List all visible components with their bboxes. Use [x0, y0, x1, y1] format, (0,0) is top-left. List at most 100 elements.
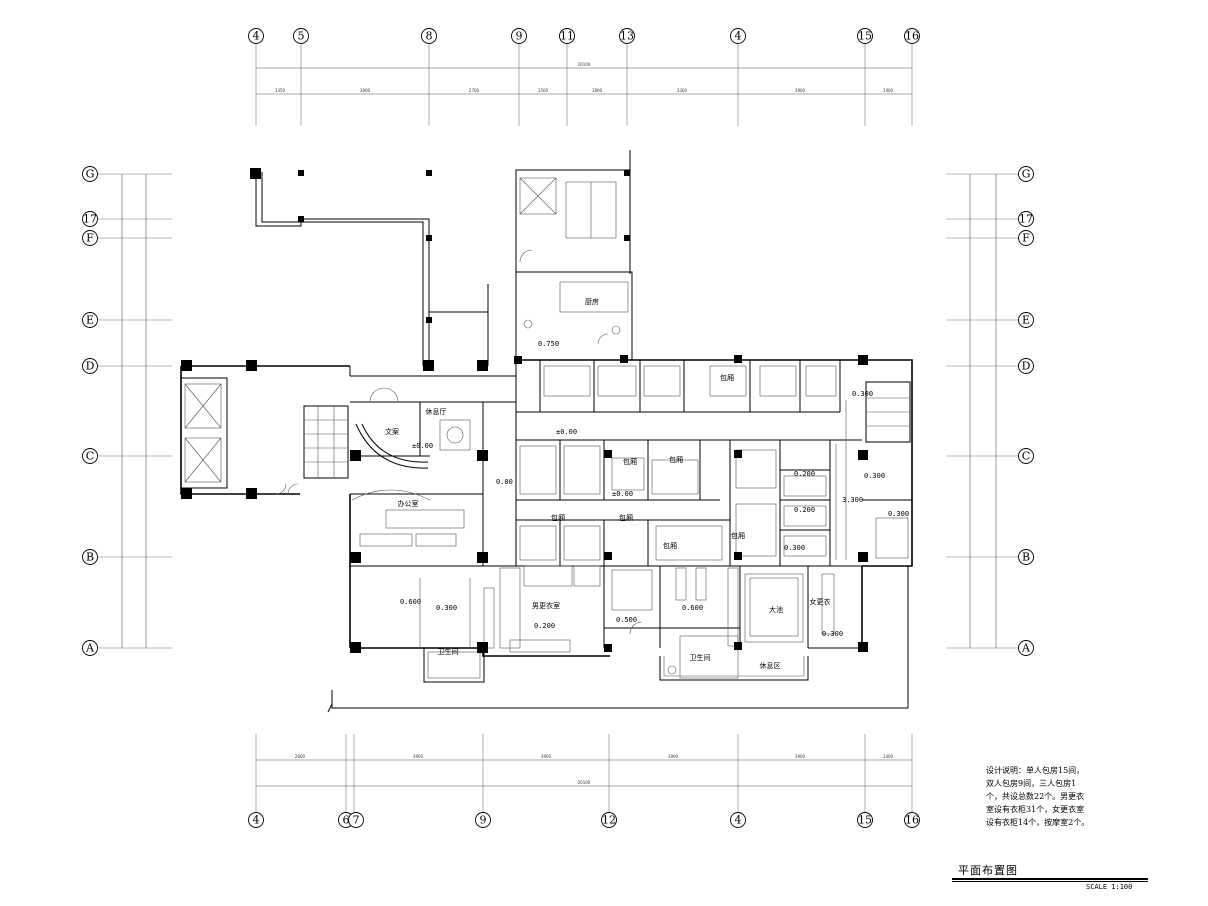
- grid-bubble: 4: [248, 812, 264, 828]
- grid-bubble: 4: [730, 812, 746, 828]
- design-note: 设计说明：单人包房15间， 双人包房9间，三人包房1 个，共设总数22个。男更衣…: [986, 764, 1102, 829]
- svg-text:17: 17: [1019, 213, 1033, 226]
- room-label: 包厢: [731, 531, 745, 540]
- svg-text:C: C: [86, 450, 94, 463]
- dimension-text: 1350 3900 2700 1500 1800 3300 3900 1400 …: [275, 62, 894, 785]
- grid-bubble: 8: [421, 28, 437, 44]
- building-walls: [180, 150, 913, 713]
- elevation-mark: 0.200: [794, 506, 815, 514]
- svg-text:3900: 3900: [795, 88, 806, 93]
- svg-text:A: A: [1021, 642, 1031, 655]
- elevator-core: [180, 377, 911, 489]
- elevation-mark: 0.300: [852, 390, 873, 398]
- room-label: 大池: [769, 605, 783, 614]
- svg-text:7: 7: [353, 814, 360, 827]
- elevation-mark: 0.00: [496, 478, 513, 486]
- note-line: 室设有衣柜31个，女更衣室: [986, 805, 1085, 814]
- grid-bubble: 4: [248, 28, 264, 44]
- svg-text:20100: 20100: [578, 780, 591, 785]
- drawing-scale: SCALE 1:100: [1086, 883, 1133, 891]
- structural-columns: [181, 168, 868, 653]
- room-label: 包厢: [623, 457, 637, 466]
- svg-text:3900: 3900: [360, 88, 371, 93]
- svg-text:1800: 1800: [592, 88, 603, 93]
- room-label: 卫生间: [438, 647, 459, 656]
- elevation-marks: 0.750 ±0.00 ±0.00 ±0.00 0.00 0.300 0.600…: [400, 340, 909, 638]
- room-labels: 厨房 文案 休息厅 办公室 包厢 包厢 包厢 包厢 包厢 包厢 包厢 大池 休息…: [385, 297, 831, 670]
- grid-bubble: C: [1018, 448, 1034, 464]
- svg-text:1500: 1500: [538, 88, 549, 93]
- svg-text:4: 4: [253, 814, 260, 827]
- grid-bubble: D: [1018, 358, 1034, 374]
- svg-text:13: 13: [620, 30, 634, 43]
- grid-bubble: 13: [619, 28, 635, 44]
- grid-bubble: 5: [293, 28, 309, 44]
- room-label: 包厢: [663, 541, 677, 550]
- grid-bubble: 16: [904, 28, 920, 44]
- svg-text:3300: 3300: [677, 88, 688, 93]
- svg-text:12: 12: [602, 814, 616, 827]
- svg-text:G: G: [86, 168, 95, 181]
- svg-text:4: 4: [735, 30, 742, 43]
- elevation-mark: 0.200: [534, 622, 555, 630]
- svg-text:D: D: [86, 360, 95, 373]
- grid-bubble: F: [1018, 230, 1034, 246]
- title-underline: [952, 878, 1148, 880]
- svg-text:E: E: [1022, 314, 1030, 327]
- grid-bubble: 4: [730, 28, 746, 44]
- svg-text:E: E: [86, 314, 94, 327]
- svg-text:3900: 3900: [413, 754, 424, 759]
- svg-text:F: F: [1022, 232, 1030, 245]
- elevation-mark: 0.200: [794, 470, 815, 478]
- grid-bubble: B: [1018, 549, 1034, 565]
- elevation-mark: 0.300: [888, 510, 909, 518]
- room-label: 办公室: [398, 499, 419, 508]
- svg-text:16: 16: [905, 814, 919, 827]
- room-label: 卫生间: [690, 653, 711, 662]
- elevation-mark: ±0.00: [556, 428, 577, 436]
- svg-text:3900: 3900: [668, 754, 679, 759]
- elevation-mark: 0.600: [682, 604, 703, 612]
- grid-bubble: E: [1018, 312, 1034, 328]
- title-underline-thin: [952, 881, 1148, 882]
- svg-text:9: 9: [480, 814, 487, 827]
- grid-bubble: E: [82, 312, 98, 328]
- grid-bubbles-left: G 17 F E D C B A: [82, 166, 98, 656]
- grid-bubble: 15: [857, 812, 873, 828]
- room-label: 包厢: [551, 513, 565, 522]
- grid-bubble: D: [82, 358, 98, 374]
- svg-text:5: 5: [298, 30, 305, 43]
- grid-bubble: 9: [475, 812, 491, 828]
- svg-text:9: 9: [516, 30, 523, 43]
- grid-bubble: G: [1018, 166, 1034, 182]
- svg-text:11: 11: [560, 30, 574, 43]
- grid-bubble: A: [82, 640, 98, 656]
- grid-bubbles-bottom: 4 6 7 9 12 4 15 16: [248, 812, 920, 828]
- elevation-mark: 0.300: [436, 604, 457, 612]
- grid-bubble: B: [82, 549, 98, 565]
- note-line: 双人包房9间，三人包房1: [986, 779, 1077, 788]
- svg-text:A: A: [85, 642, 95, 655]
- elevation-mark: 0.300: [784, 544, 805, 552]
- note-line: 个，共设总数22个。男更衣: [986, 792, 1085, 801]
- elevation-mark: ±0.00: [612, 490, 633, 498]
- svg-text:B: B: [1022, 551, 1030, 564]
- elevation-mark: 0.600: [400, 598, 421, 606]
- grid-bubble: A: [1018, 640, 1034, 656]
- grid-bubbles-right: G 17 F E D C B A: [1018, 166, 1034, 656]
- elevation-mark: 0.300: [864, 472, 885, 480]
- grid-bubble: 17: [1018, 211, 1034, 227]
- elevation-mark: 0.500: [616, 616, 637, 624]
- room-label: 休息厅: [426, 407, 447, 416]
- elevation-mark: ±0.00: [412, 442, 433, 450]
- room-label: 包厢: [720, 373, 734, 382]
- svg-text:8: 8: [426, 30, 433, 43]
- room-label: 包厢: [619, 513, 633, 522]
- svg-text:4: 4: [253, 30, 260, 43]
- elevation-mark: 0.300: [822, 630, 843, 638]
- svg-text:3900: 3900: [541, 754, 552, 759]
- room-label: 包厢: [669, 455, 683, 464]
- svg-text:B: B: [86, 551, 94, 564]
- grid-bubble: 15: [857, 28, 873, 44]
- grid-lines: [98, 44, 1018, 812]
